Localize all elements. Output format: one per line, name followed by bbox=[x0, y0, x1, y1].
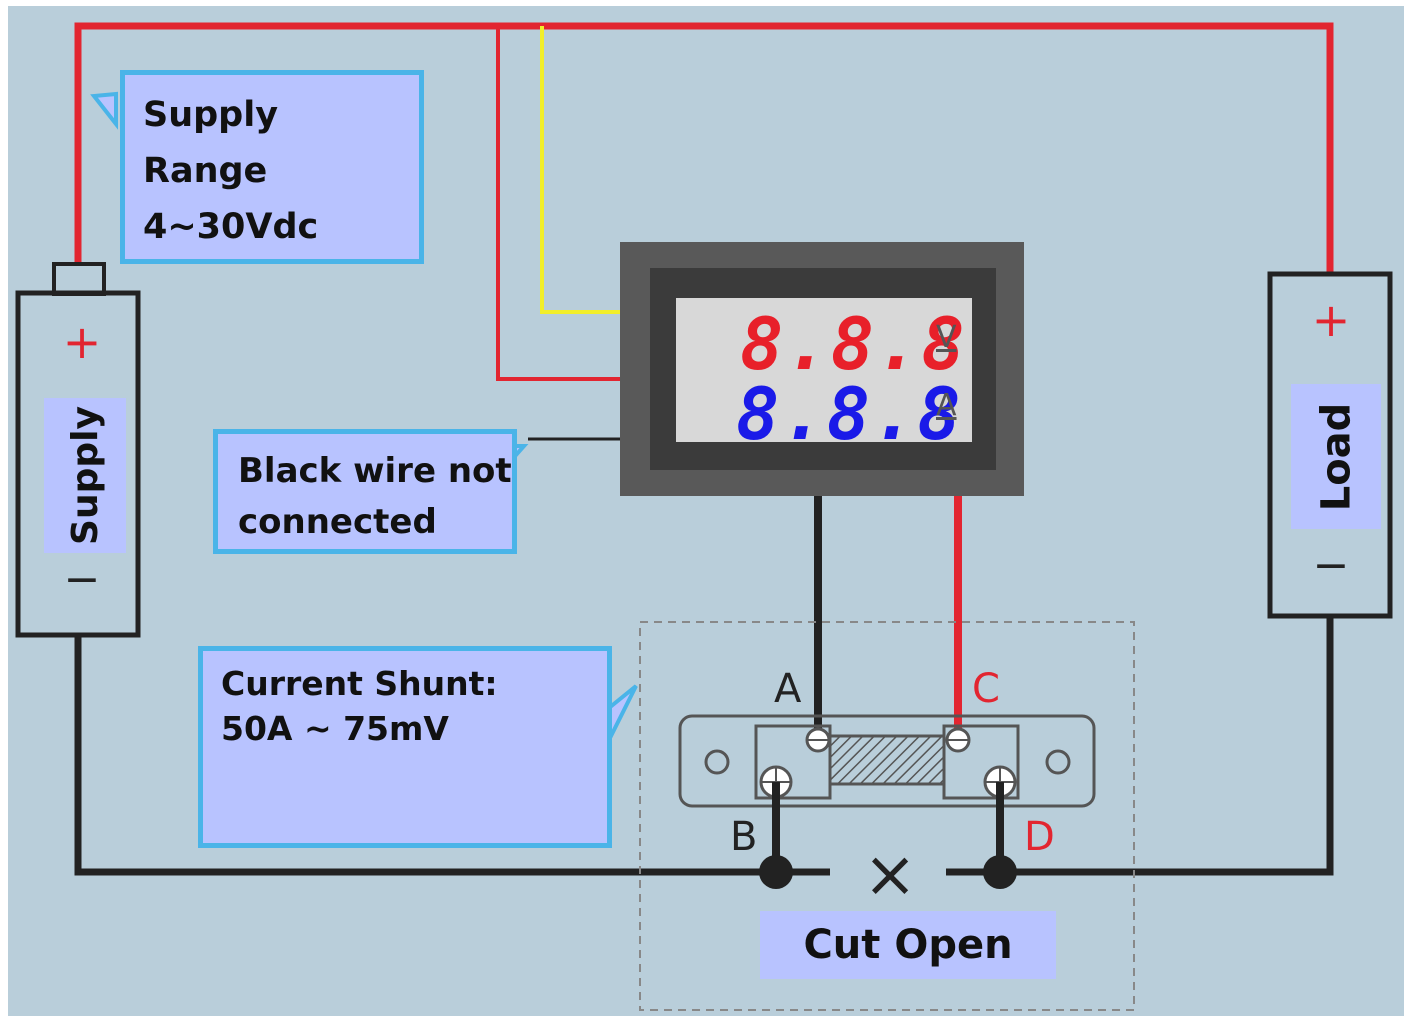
cut-symbol: × bbox=[863, 838, 917, 912]
callout-pointer-supply bbox=[90, 91, 118, 130]
yellow-wire-to-meter bbox=[540, 26, 620, 314]
callout-current-shunt: Current Shunt: 50A ~ 75mV bbox=[198, 646, 612, 848]
supply-battery-cap bbox=[52, 262, 106, 296]
terminal-label-d: D bbox=[1024, 814, 1055, 860]
load-plus-sign: + bbox=[1312, 293, 1351, 347]
load-label-box: Load bbox=[1291, 384, 1381, 529]
shunt-dashed-area bbox=[639, 621, 1135, 1011]
current-unit: A bbox=[936, 388, 957, 423]
black-wire-load-return bbox=[946, 616, 1334, 876]
current-reading: 8.8.8 bbox=[736, 372, 963, 456]
cut-open-label: Cut Open bbox=[760, 911, 1056, 979]
diagram-canvas: + − + − bbox=[8, 6, 1404, 1016]
screw-a bbox=[805, 727, 831, 753]
red-wire-to-meter bbox=[496, 26, 620, 381]
shunt-mount-hole-right bbox=[1045, 749, 1071, 775]
meter-display bbox=[676, 298, 972, 442]
supply-label: Supply bbox=[64, 406, 106, 545]
voltage-unit: V bbox=[936, 320, 957, 355]
red-wire-supply-to-load bbox=[74, 22, 1334, 274]
load-label: Load bbox=[1313, 402, 1359, 511]
callout-black-wire: Black wire not connected bbox=[213, 429, 517, 554]
black-wire-supply-return bbox=[74, 635, 830, 876]
screw-c bbox=[945, 727, 971, 753]
supply-label-box: Supply bbox=[44, 398, 126, 553]
wiring-diagram: + − + − bbox=[15, 22, 1393, 1011]
terminal-label-b: B bbox=[730, 814, 758, 860]
shunt-base bbox=[678, 714, 1096, 808]
supply-plus-sign: + bbox=[63, 315, 102, 369]
junction-b bbox=[759, 855, 793, 889]
voltage-reading: 8.8.8 bbox=[740, 302, 967, 386]
load-minus-sign: − bbox=[1313, 540, 1350, 591]
callout-supply-range: Supply Range 4~30Vdc bbox=[120, 70, 424, 264]
supply-minus-sign: − bbox=[64, 554, 101, 605]
junction-d bbox=[983, 855, 1017, 889]
terminal-label-a: A bbox=[774, 666, 802, 712]
shunt-resistor-element bbox=[828, 734, 946, 786]
shunt-mount-hole-left bbox=[704, 749, 730, 775]
terminal-label-c: C bbox=[972, 666, 1000, 712]
